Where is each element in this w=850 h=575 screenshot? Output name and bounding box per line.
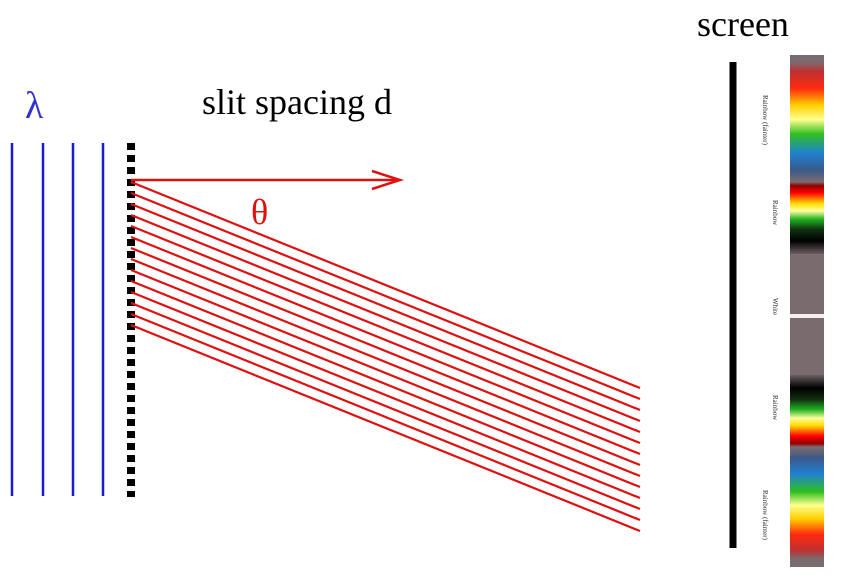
reference-arrow bbox=[131, 169, 405, 191]
band-label-3: White bbox=[771, 298, 779, 315]
diffracted-rays bbox=[130, 180, 641, 533]
diffracted-ray bbox=[130, 301, 641, 511]
slit-spacing-label: slit spacing d bbox=[202, 82, 392, 122]
diffracted-ray bbox=[130, 290, 641, 500]
spectrum-band-upper bbox=[790, 182, 824, 254]
spectrum-strip bbox=[790, 55, 824, 567]
screen-label: screen bbox=[697, 4, 789, 44]
diffracted-ray bbox=[130, 235, 641, 445]
incident-wavefronts bbox=[10, 143, 105, 496]
spectrum-band-white bbox=[790, 314, 824, 318]
diffracted-ray bbox=[130, 257, 641, 467]
diffracted-ray bbox=[130, 180, 641, 390]
band-label-4: Rainbow bbox=[771, 395, 779, 421]
angle-label: θ bbox=[251, 192, 268, 232]
diffracted-ray bbox=[130, 268, 641, 478]
diffracted-ray bbox=[130, 213, 641, 423]
spectrum-band-faint-lower bbox=[790, 447, 824, 559]
band-label-5: Rainbow (fainter) bbox=[761, 490, 769, 541]
diffracted-ray bbox=[130, 202, 641, 412]
diffracted-ray bbox=[130, 323, 641, 533]
diffracted-ray bbox=[130, 224, 641, 434]
wavelength-label: λ bbox=[25, 85, 44, 127]
diffracted-ray bbox=[130, 279, 641, 489]
band-label-1: Rainbow (fainter) bbox=[761, 95, 769, 146]
diffracted-ray bbox=[130, 246, 641, 456]
band-label-2: Rainbow bbox=[771, 200, 779, 226]
spectrum-band-labels: Rainbow (fainter) Rainbow White Rainbow … bbox=[761, 95, 779, 541]
spectrum-band-lower bbox=[790, 375, 824, 447]
diffracted-ray bbox=[130, 312, 641, 522]
diffracted-ray bbox=[130, 191, 641, 401]
spectrum-band-faint-upper bbox=[790, 62, 824, 182]
